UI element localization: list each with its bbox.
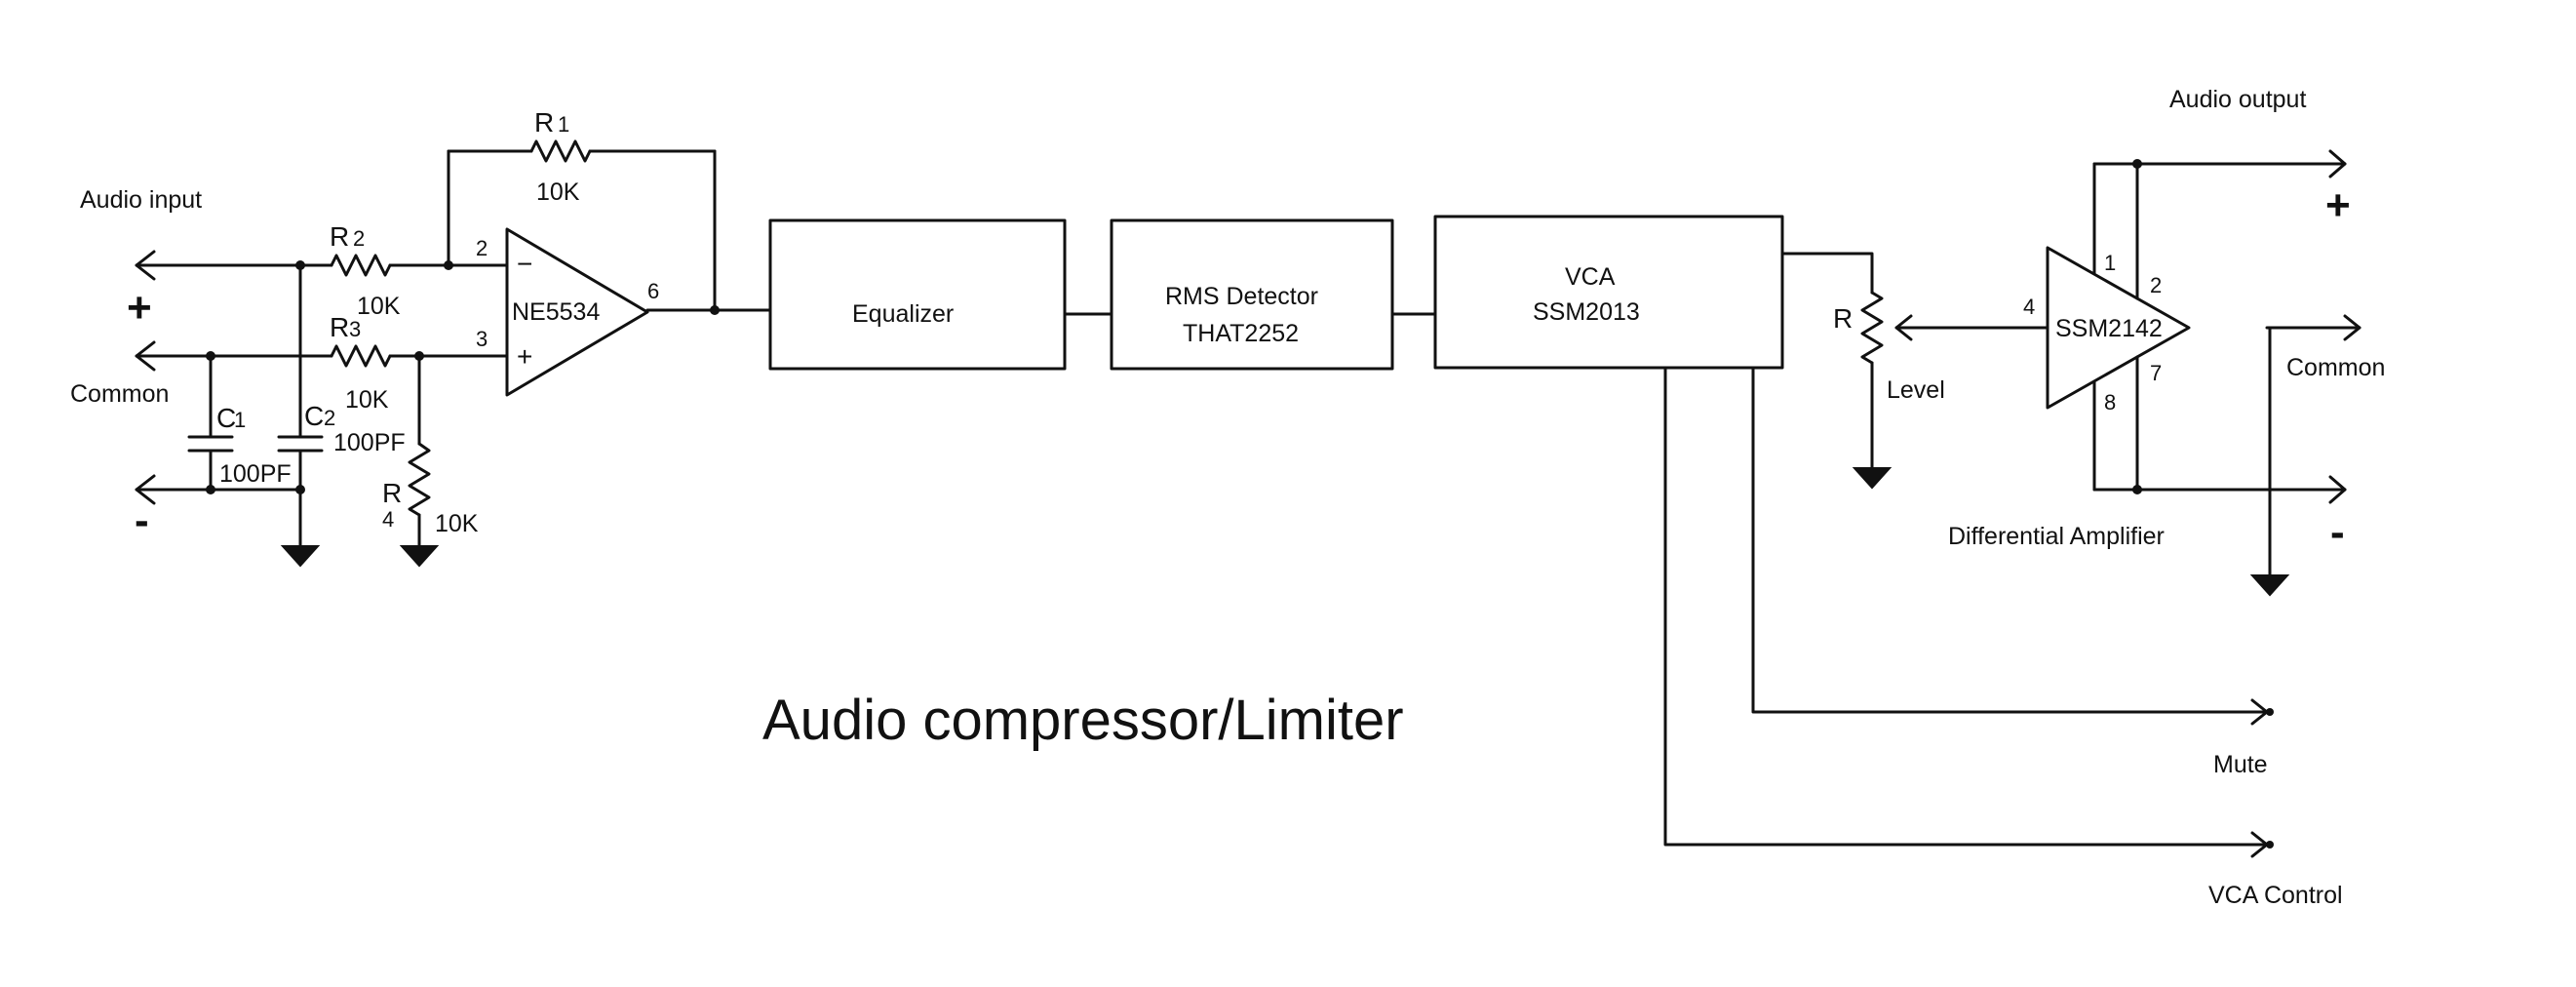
c2-value: 100PF (333, 429, 406, 456)
c1-num: 1 (234, 408, 246, 432)
output-plus-terminal (2328, 149, 2347, 178)
vca-control-line (1663, 366, 2274, 858)
c2-num: 2 (324, 406, 335, 430)
diagram-title: Audio compressor/Limiter (762, 689, 1404, 752)
output-minus-terminal (2328, 475, 2347, 504)
r1-num: 1 (558, 112, 569, 137)
ground-symbol (280, 545, 321, 568)
junction-dot (2132, 485, 2142, 494)
diffamp-pin7: 7 (2150, 361, 2162, 385)
output-common-terminal (2265, 326, 2274, 577)
opamp-minus-sign: − (517, 249, 532, 279)
capacitor-c1 (187, 354, 234, 492)
rms-detector-block (1110, 218, 1394, 371)
r4-num: 4 (382, 507, 394, 532)
audio-output-label: Audio output (2169, 86, 2306, 113)
rms-label-1: RMS Detector (1165, 283, 1318, 310)
junction-dot (414, 351, 424, 361)
pot-ref: R (1833, 303, 1853, 334)
junction-dot (206, 351, 215, 361)
level-label: Level (1887, 376, 1945, 404)
vca-block (1433, 215, 1784, 370)
opamp-name: NE5534 (512, 298, 600, 326)
vca-label-2: SSM2013 (1533, 298, 1640, 326)
ground-symbol (2249, 574, 2290, 597)
r1-ref: R (534, 107, 554, 138)
r3-num: 3 (349, 317, 361, 341)
opamp-pin-out: 6 (647, 279, 659, 303)
equalizer-label: Equalizer (852, 300, 954, 328)
equalizer-block (768, 218, 1067, 371)
r3-ref: R (330, 312, 349, 342)
vca-control-label: VCA Control (2208, 882, 2343, 909)
output-minus-sign: - (2330, 508, 2345, 556)
mute-label: Mute (2213, 751, 2268, 778)
r4-value: 10K (435, 510, 479, 537)
c1-ref: C (216, 403, 236, 433)
diffamp-pin4: 4 (2023, 295, 2035, 319)
diffamp-pin1: 1 (2104, 251, 2116, 275)
resistor-r4 (408, 354, 431, 548)
junction-dot (2132, 159, 2142, 169)
input-plus-terminal (135, 250, 304, 281)
opamp-pin-inv: 2 (476, 236, 488, 260)
capacitor-c2 (277, 263, 324, 548)
r4-ref: R (382, 478, 402, 508)
ground-symbol (1852, 467, 1893, 490)
r3-value: 10K (345, 386, 389, 414)
resistor-r3 (330, 344, 509, 368)
c1-value: 100PF (219, 460, 292, 488)
common-arrow-head (2343, 314, 2361, 341)
diffamp-pin2: 2 (2150, 273, 2162, 297)
r2-value: 10K (357, 293, 401, 320)
audio-input-label: Audio input (80, 186, 202, 214)
resistor-r2 (298, 254, 450, 277)
input-minus-terminal (135, 474, 302, 505)
diffamp-name: SSM2142 (2055, 315, 2163, 342)
output-common-label: Common (2286, 354, 2385, 381)
junction-dot (206, 485, 215, 494)
output-plus-sign: + (2325, 181, 2351, 229)
opamp-pin-noninv: 3 (476, 327, 488, 351)
diffamp-pin8: 8 (2104, 390, 2116, 415)
diff-amp-label: Differential Amplifier (1948, 523, 2165, 550)
opamp-ne5534 (447, 227, 772, 397)
r2-ref: R (330, 221, 349, 252)
rms-label-2: THAT2252 (1183, 320, 1299, 347)
r1-value: 10K (536, 178, 580, 206)
input-common-label: Common (70, 380, 169, 408)
input-minus-sign: - (135, 496, 149, 544)
junction-dot (710, 305, 720, 315)
input-common-terminal (135, 340, 333, 372)
ground-symbol (399, 545, 440, 568)
level-potentiometer (1780, 252, 2049, 470)
vca-label-1: VCA (1565, 263, 1616, 291)
input-plus-sign: + (127, 284, 152, 332)
junction-dot (295, 485, 305, 494)
mute-line (1751, 366, 2274, 726)
resistor-r1 (447, 139, 717, 312)
opamp-plus-sign: + (517, 341, 532, 372)
c2-ref: C (304, 401, 324, 431)
r2-num: 2 (353, 226, 365, 251)
